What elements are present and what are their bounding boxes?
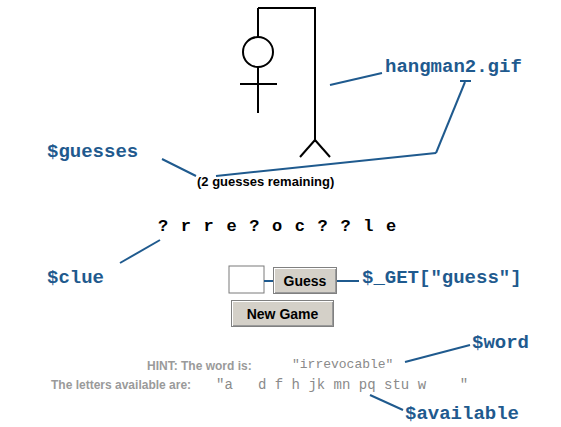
underline [460,80,471,82]
guess-button: Guess [273,267,337,294]
variable-label: $available [405,404,519,426]
guesses-text: (2 guesses remaining) [197,175,334,190]
hint-text: HINT: The word is: [147,360,252,374]
new-game-button: New Game [231,300,334,327]
file-name-label: hangman2.gif [385,57,522,79]
variable-label: $word [472,333,529,355]
available-letters: "a d f h jk mn pq stu w " [216,377,468,393]
variable-label: $clue [47,268,104,290]
letters-text: The letters available are: [51,379,191,393]
variable-label: $guesses [47,142,138,164]
variable-label: $_GET["guess"] [362,268,522,290]
word-text: "irrevocable" [292,358,393,373]
clue-text: ? r r e ? o c ? ? l e [158,217,397,237]
leader-lines [120,73,470,410]
button-label: New Game [247,306,319,322]
gallows [240,8,330,157]
text-input [229,266,264,293]
button-label: Guess [284,273,327,289]
